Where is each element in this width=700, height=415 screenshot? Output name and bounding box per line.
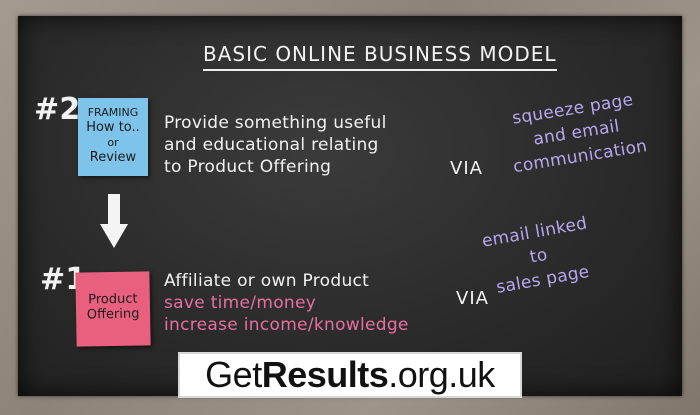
chalkboard: BASIC ONLINE BUSINESS MODEL #2 FRAMING H… (18, 16, 682, 396)
sticky-line: Review (89, 150, 137, 165)
sales-page-note: email linked to sales page (480, 211, 597, 300)
description-line: to Product Offering (164, 157, 332, 177)
via-label-bottom: VIA (456, 288, 489, 309)
description-line: Provide something useful (164, 113, 387, 133)
board-title: BASIC ONLINE BUSINESS MODEL (203, 42, 557, 71)
benefit-line: increase income/knowledge (164, 315, 409, 335)
sticky-line: Product (88, 291, 138, 308)
logo-domain: .org.uk (388, 354, 495, 395)
description-line: Affiliate or own Product (164, 271, 370, 291)
sticky-line: or (107, 136, 119, 149)
product-description: Affiliate or own Product save time/money… (164, 270, 409, 336)
logo-get: Get (205, 354, 262, 395)
benefit-line: save time/money (164, 293, 317, 313)
sticky-line: How to.. (86, 120, 140, 135)
squeeze-page-note: squeeze page and email communication (504, 87, 649, 179)
down-arrow-icon (100, 194, 128, 248)
product-offering-sticky-note: Product Offering (75, 271, 151, 347)
description-line: and educational relating (164, 135, 379, 155)
getresults-logo: GetResults.org.uk (178, 352, 522, 398)
sticky-line: Offering (86, 306, 140, 323)
framing-description: Provide something useful and educational… (164, 112, 387, 178)
sticky-line: FRAMING (87, 106, 139, 119)
framing-sticky-note: FRAMING How to.. or Review (78, 98, 148, 176)
via-label-top: VIA (450, 158, 483, 179)
logo-results: Results (261, 354, 389, 395)
step-number-two: #2 (34, 92, 81, 127)
